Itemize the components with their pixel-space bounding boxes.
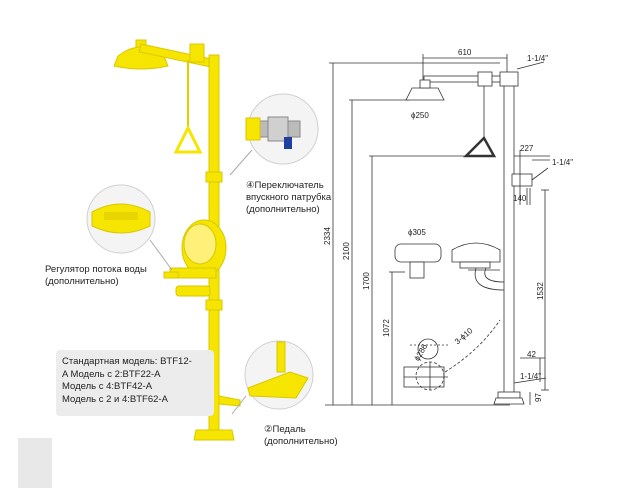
dim-3-10: 3-ϕ10 bbox=[453, 326, 475, 346]
dim-227: 227 bbox=[520, 144, 534, 153]
pipe-joint-2 bbox=[205, 299, 223, 311]
flow-regulator-line-2: (дополнительно) bbox=[45, 276, 119, 287]
pedal-line-1: ②Педаль bbox=[264, 424, 306, 435]
flow-regulator-label: Регулятор потока воды (дополнительно) bbox=[45, 264, 147, 288]
floor-base bbox=[193, 429, 235, 441]
dim-305: ϕ305 bbox=[408, 228, 426, 237]
grey-corner-block bbox=[18, 438, 52, 488]
top-fitting bbox=[189, 43, 205, 63]
valve-switch-line-3: (дополнительно) bbox=[246, 204, 320, 215]
dim-610: 610 bbox=[458, 48, 472, 57]
valve-callout bbox=[229, 93, 319, 176]
flow-regulator-callout bbox=[86, 184, 173, 271]
valve-switch-line-2: впускного патрубка bbox=[246, 192, 332, 203]
pedal-line-2: (дополнительно) bbox=[264, 436, 338, 447]
pipe-joint-1 bbox=[205, 171, 223, 183]
model-line-4: Модель с 2 и 4:BTF62-A bbox=[62, 393, 168, 405]
pedal-lever bbox=[218, 395, 241, 407]
dim-97: 97 bbox=[534, 393, 543, 402]
dim-1-1-4-top: 1-1/4" bbox=[527, 54, 548, 63]
dim-1072: 1072 bbox=[382, 319, 391, 337]
flow-regulator-line-1: Регулятор потока воды bbox=[45, 264, 147, 275]
dim-2100: 2100 bbox=[342, 242, 351, 260]
valve-switch-label: ④Переключатель впускного патрубка (допол… bbox=[246, 180, 331, 216]
model-line-1: Стандартная модель: BTF12- bbox=[62, 356, 192, 367]
dim-42: 42 bbox=[527, 350, 536, 359]
drawing-eyewash-bowl-side bbox=[451, 242, 501, 263]
dim-2334: 2334 bbox=[323, 227, 332, 245]
drawing-pull-handle bbox=[462, 135, 497, 158]
dim-1700: 1700 bbox=[362, 272, 371, 290]
model-info-box: Стандартная модель: BTF12- A Модель с 2:… bbox=[56, 350, 214, 416]
pull-handle bbox=[173, 124, 203, 154]
pedal-callout bbox=[231, 340, 314, 415]
model-line-3: Модель с 4:BTF42-A bbox=[62, 381, 153, 392]
dim-140: 140 bbox=[513, 194, 527, 203]
dim-250: ϕ250 bbox=[411, 111, 429, 120]
dim-1532: 1532 bbox=[536, 282, 545, 300]
eyewash-bowl bbox=[163, 219, 227, 297]
dim-286: ϕ286 bbox=[413, 342, 430, 362]
valve-switch-line-1: ④Переключатель bbox=[246, 180, 324, 191]
dim-1-1-4-mid: 1-1/4" bbox=[552, 158, 573, 167]
pedal-label: ②Педаль (дополнительно) bbox=[264, 424, 338, 448]
dim-1-1-4-bot: 1-1/4" bbox=[520, 372, 541, 381]
model-line-2: A Модель с 2:BTF22-A bbox=[62, 368, 161, 380]
